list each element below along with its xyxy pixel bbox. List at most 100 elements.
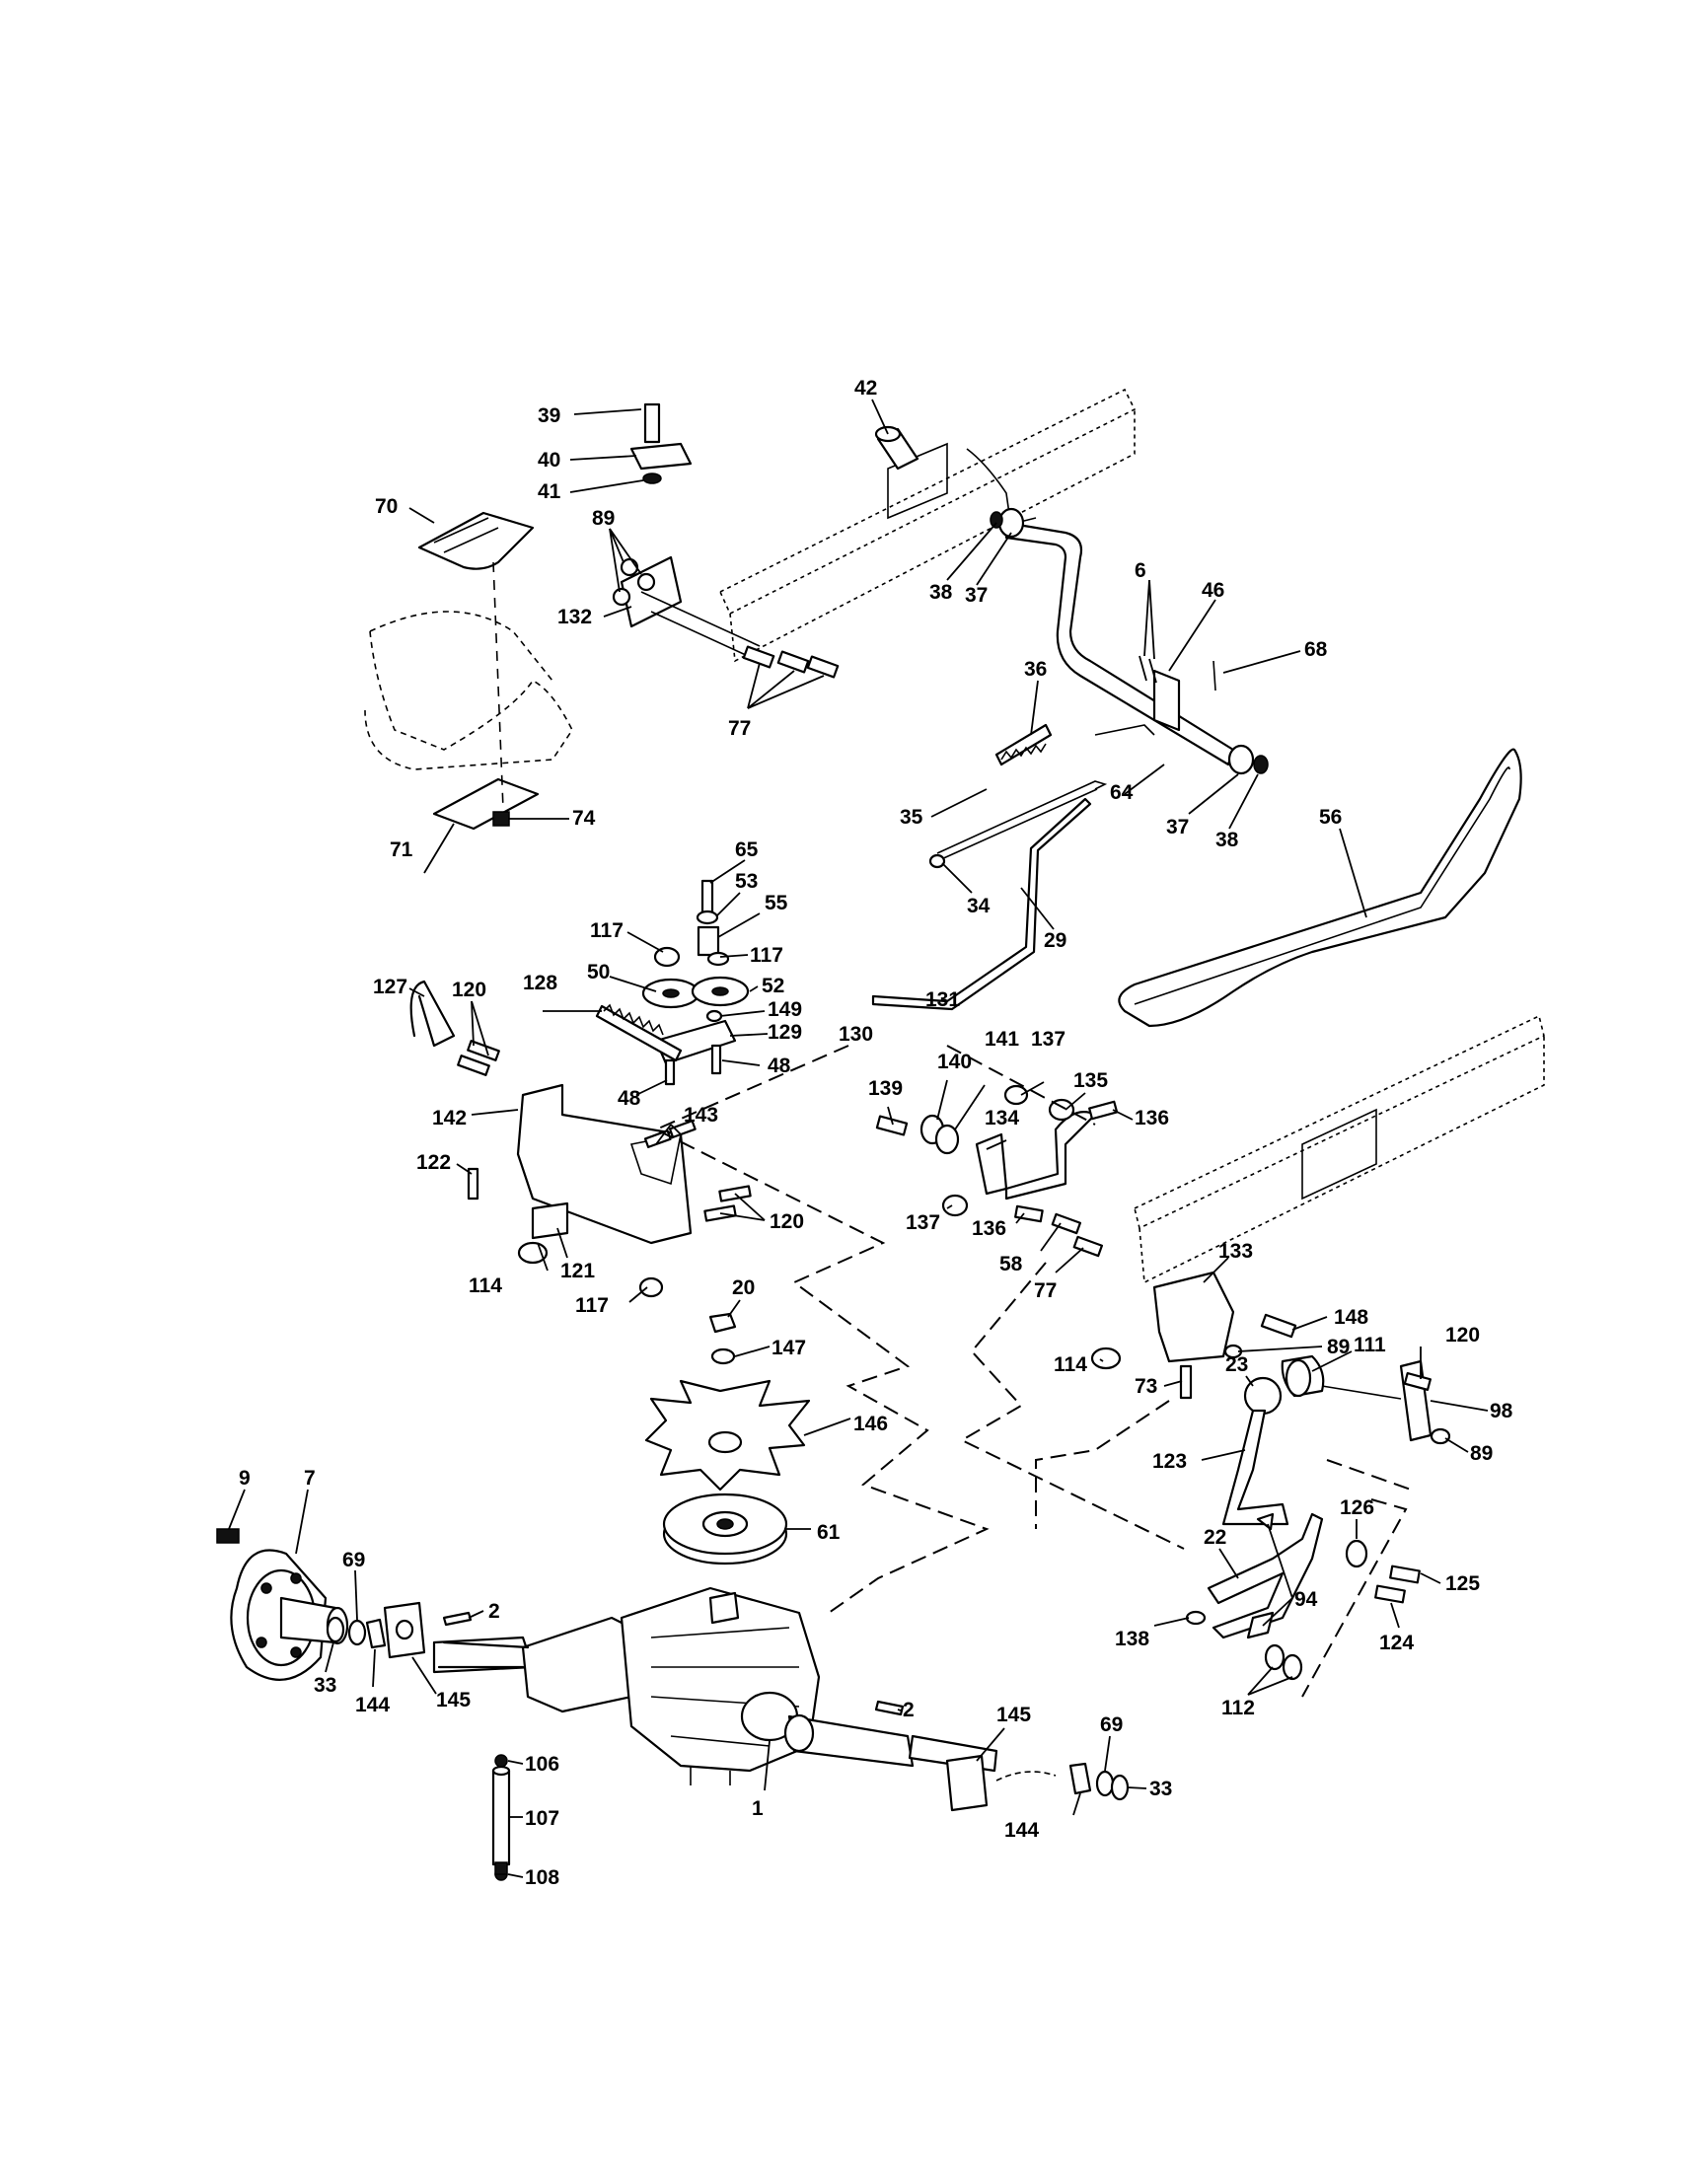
callout-64: 64	[1110, 781, 1134, 804]
callout-125: 125	[1445, 1572, 1480, 1595]
callout-136b: 136	[972, 1217, 1006, 1240]
callout-22: 22	[1204, 1526, 1226, 1549]
callout-50: 50	[587, 961, 610, 983]
callout-106: 106	[525, 1753, 559, 1776]
bolt-74	[492, 811, 510, 827]
washer-33b	[1110, 1774, 1130, 1801]
callout-2: 2	[488, 1600, 500, 1623]
nut-20	[708, 1312, 737, 1334]
callout-130: 130	[839, 1023, 873, 1046]
callout-98: 98	[1490, 1400, 1513, 1422]
pulley-61	[662, 1492, 788, 1565]
spring-36	[994, 723, 1053, 766]
transaxle-1	[432, 1586, 915, 1785]
callout-141: 141	[985, 1028, 1019, 1051]
callout-137b: 137	[906, 1211, 940, 1234]
callout-132: 132	[557, 606, 592, 628]
callout-20: 20	[732, 1276, 755, 1299]
callout-36: 36	[1024, 658, 1047, 681]
callout-139: 139	[868, 1077, 903, 1100]
callout-38b: 38	[1215, 829, 1239, 851]
bracket-132	[620, 555, 683, 628]
callout-146: 146	[853, 1413, 888, 1435]
belt-routing-lines	[653, 1045, 1412, 1698]
callout-147: 147	[772, 1337, 806, 1359]
washer-149	[705, 1009, 723, 1023]
callout-89c: 89	[1470, 1442, 1493, 1465]
bolt-124	[1374, 1584, 1406, 1604]
callout-55: 55	[765, 892, 788, 914]
bolt-125	[1389, 1565, 1421, 1584]
callout-53: 53	[735, 870, 758, 893]
callout-68: 68	[1304, 638, 1328, 661]
callout-61: 61	[817, 1521, 841, 1544]
washer-69	[347, 1619, 367, 1646]
arm-22	[1207, 1512, 1324, 1639]
callout-117b: 117	[750, 944, 783, 967]
callout-121: 121	[560, 1260, 595, 1282]
callout-69: 69	[342, 1549, 365, 1571]
callout-142: 142	[432, 1107, 467, 1129]
nuts-89	[612, 557, 656, 607]
callout-127: 127	[373, 976, 407, 998]
washer-138	[1185, 1610, 1207, 1626]
callout-148: 148	[1334, 1306, 1368, 1329]
bracket-98	[1399, 1359, 1433, 1442]
callout-123: 123	[1152, 1450, 1187, 1473]
callout-39: 39	[538, 404, 560, 427]
callout-58: 58	[999, 1253, 1023, 1275]
washers-112	[1264, 1643, 1286, 1671]
callout-73: 73	[1135, 1375, 1157, 1398]
callout-114b: 114	[1054, 1353, 1087, 1376]
washer-37	[997, 507, 1025, 539]
callout-7: 7	[304, 1467, 316, 1490]
bolt-139	[875, 1115, 909, 1136]
callout-29: 29	[1044, 929, 1066, 952]
bolt-39	[643, 402, 661, 444]
callout-34: 34	[967, 895, 991, 917]
callout-112: 112	[1221, 1697, 1255, 1719]
spacer-55	[697, 925, 720, 957]
callout-77b: 77	[1034, 1279, 1057, 1302]
rod-29	[871, 797, 1092, 1011]
callout-143: 143	[684, 1104, 718, 1127]
nut-114	[517, 1241, 549, 1265]
bolt-58	[1051, 1212, 1082, 1235]
bolt-106	[494, 1754, 508, 1768]
callout-145b: 145	[996, 1704, 1031, 1726]
fender-outline	[364, 611, 573, 770]
callout-135: 135	[1073, 1069, 1108, 1092]
hub-7	[230, 1549, 349, 1681]
callout-35: 35	[900, 806, 923, 829]
rod-127	[409, 980, 456, 1048]
callout-37: 37	[965, 584, 988, 607]
bolt-136	[1088, 1100, 1119, 1121]
washer-53	[696, 910, 719, 925]
callout-23: 23	[1225, 1353, 1248, 1376]
pin-94	[1246, 1611, 1275, 1639]
callout-108: 108	[525, 1866, 559, 1889]
bracket-46	[1152, 669, 1181, 732]
callout-136: 136	[1135, 1107, 1169, 1129]
clip-34	[928, 853, 946, 869]
callout-69b: 69	[1100, 1713, 1123, 1736]
callout-138: 138	[1115, 1628, 1149, 1650]
callout-144: 144	[355, 1694, 390, 1716]
key-2b	[874, 1700, 905, 1716]
bushing-144b	[1068, 1762, 1092, 1795]
leader-lines	[228, 399, 1489, 1878]
callout-126: 126	[1340, 1496, 1374, 1519]
bolt-73	[1179, 1364, 1193, 1400]
shaft-64	[1004, 521, 1235, 766]
nut-137	[1003, 1084, 1029, 1106]
callout-149: 149	[768, 998, 802, 1021]
callout-71: 71	[390, 838, 413, 861]
bushing-144	[365, 1618, 387, 1649]
fan-146	[644, 1379, 811, 1492]
callout-120c: 120	[1445, 1324, 1480, 1347]
rod-107	[491, 1769, 511, 1866]
bracket-133	[1152, 1271, 1235, 1363]
key-2	[442, 1611, 473, 1627]
nut-41	[642, 473, 662, 484]
